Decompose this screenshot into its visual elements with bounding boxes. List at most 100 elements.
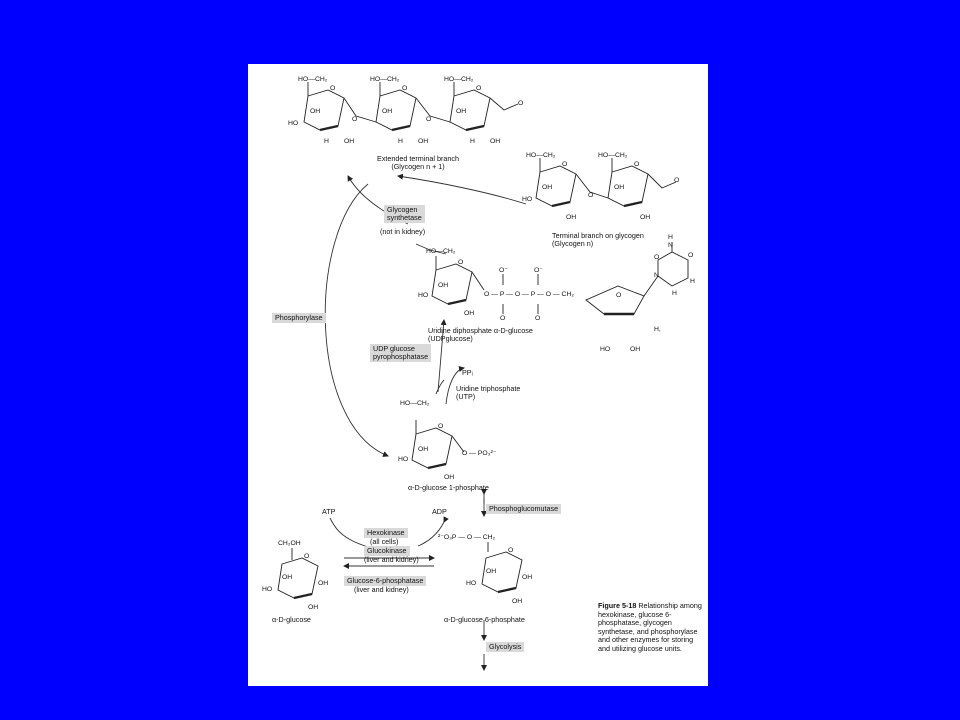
atom-label: O (688, 252, 694, 259)
atom-label: OH (318, 580, 329, 587)
atom-label: OH (344, 138, 355, 145)
udpglucose-structure (431, 242, 689, 316)
atom-label: HO (466, 580, 477, 587)
atom-label: HO (522, 196, 533, 203)
atom-label: HO—CH₂ (370, 76, 400, 83)
g1p-to-udpglucose-arrow (437, 319, 447, 393)
atom-label: HO—CH₂ (444, 76, 474, 83)
atom-label: O (518, 100, 524, 107)
atom-label: CH₂OH (278, 540, 301, 547)
atom-label: OH (308, 604, 319, 611)
phosphate-chain: O — P — O — P — O — CH₂ (484, 291, 575, 298)
phosphate-group: ²⁻O₃P — O — CH₂ (438, 534, 496, 541)
atom-label: HO (418, 292, 429, 299)
atom-label: HO (398, 456, 409, 463)
atom-label: OH (456, 108, 467, 115)
atom-label: H (470, 138, 475, 145)
glycogen-n-label: Terminal branch on glycogen (Glycogen n) (552, 231, 644, 249)
atom-label: H (324, 138, 329, 145)
glucokinase-enzyme: Glucokinase (364, 546, 410, 557)
atom-label: O (402, 85, 408, 92)
atom-label: O (562, 161, 568, 168)
g6p-label: α-D-glucose 6-phosphate (444, 615, 525, 624)
atom-label: O (438, 423, 444, 430)
atom-label: OH (630, 346, 641, 353)
adp-output-line (417, 516, 449, 547)
atom-label: HO—CH₂ (400, 400, 430, 407)
atom-label: OH (464, 310, 475, 317)
glycogen-n-to-synthetase-arrow (397, 173, 527, 205)
udp-glucose-pyrophosphatase-enzyme: UDP glucose pyrophosphatase (370, 344, 432, 363)
atom-label: HO—CH₂ (598, 152, 628, 159)
phosphate-group: O — PO₃²⁻ (462, 450, 497, 457)
atom-label: OH (382, 108, 393, 115)
figure-caption: Figure 5-18 Relationship among hexokinas… (598, 601, 706, 654)
atom-label: OH (490, 138, 501, 145)
glycolysis-label: Glycolysis (486, 642, 525, 653)
atom-label: O (588, 192, 594, 199)
atom-label: HO—CH₂ (298, 76, 328, 83)
atp-label: ATP (322, 507, 336, 516)
atom-label: O (476, 85, 482, 92)
atom-label: HO—CH₂ (426, 248, 456, 255)
atom-label: OH (566, 214, 577, 221)
atom-label: O (426, 116, 432, 123)
atom-label: O (330, 85, 336, 92)
udpglucose-to-synthetase-line (415, 243, 447, 255)
adp-label: ADP (432, 507, 447, 516)
atom-label: OH (282, 574, 293, 581)
pp-release-arrow (445, 366, 465, 405)
atom-label: N (668, 242, 673, 249)
hexokinase-note: (all cells) (370, 537, 399, 546)
atom-label: OH (522, 574, 533, 581)
atom-label: HO (600, 346, 611, 353)
atom-label: O (654, 254, 660, 261)
atom-label: H, (654, 326, 661, 333)
phosphorylase-arrow (324, 183, 389, 457)
utp-input-line (435, 379, 445, 395)
atom-label: O (535, 315, 541, 322)
g1p-label: α-D-glucose 1-phosphate (408, 483, 489, 492)
atom-label: O (616, 292, 622, 299)
atom-label: OH (310, 108, 321, 115)
atom-label: OH (444, 474, 455, 481)
atom-label: O (458, 259, 464, 266)
atom-label: OH (542, 184, 553, 191)
atom-label: N (654, 272, 659, 279)
atom-label: OH (486, 568, 497, 575)
phosphoglucomutase-enzyme: Phosphoglucomutase (486, 504, 562, 515)
g1p-structure (411, 420, 465, 470)
atom-label: OH (512, 598, 523, 605)
atom-label: HO—CH₂ (526, 152, 556, 159)
glucose-label: α-D-glucose (272, 615, 311, 624)
atom-label: H (398, 138, 403, 145)
glucose-6-phosphatase-enzyme: Glucose-6-phosphatase (344, 576, 427, 587)
glycogen-synthetase-enzyme: Glycogen synthetase (384, 205, 425, 224)
pathway-diagram (277, 82, 689, 671)
glycogen-n-structure (535, 158, 677, 208)
atom-label: O (352, 116, 358, 123)
atom-label: HO (262, 586, 273, 593)
atom-label: O (500, 315, 506, 322)
atom-label: O (508, 547, 514, 554)
atom-label: O⁻ (499, 267, 508, 274)
atom-label: HO (288, 120, 299, 127)
atom-label: OH (614, 184, 625, 191)
atom-label: H (668, 234, 673, 241)
atom-label: O (304, 553, 310, 560)
atom-label: OH (438, 282, 449, 289)
atom-label: OH (640, 214, 651, 221)
glycogen-n1-label: Extended terminal branch (Glycogen n + 1… (377, 154, 459, 172)
atom-label: O (634, 161, 640, 168)
ppi-label: PPᵢ (462, 368, 473, 377)
caption-text: Relationship among hexokinase, glucose 6… (598, 601, 702, 653)
figure-number: Figure 5-18 (598, 601, 637, 610)
phosphorylase-enzyme: Phosphorylase (272, 313, 326, 324)
atom-label: O (674, 177, 680, 184)
glycogen-synthetase-note: (not in kidney) (380, 227, 426, 236)
utp-label: Uridine triphosphate (UTP) (456, 384, 521, 402)
atom-label: H (690, 278, 695, 285)
glucose-structure (277, 548, 319, 600)
glucose-6-phosphatase-note: (liver and kidney) (354, 585, 409, 594)
